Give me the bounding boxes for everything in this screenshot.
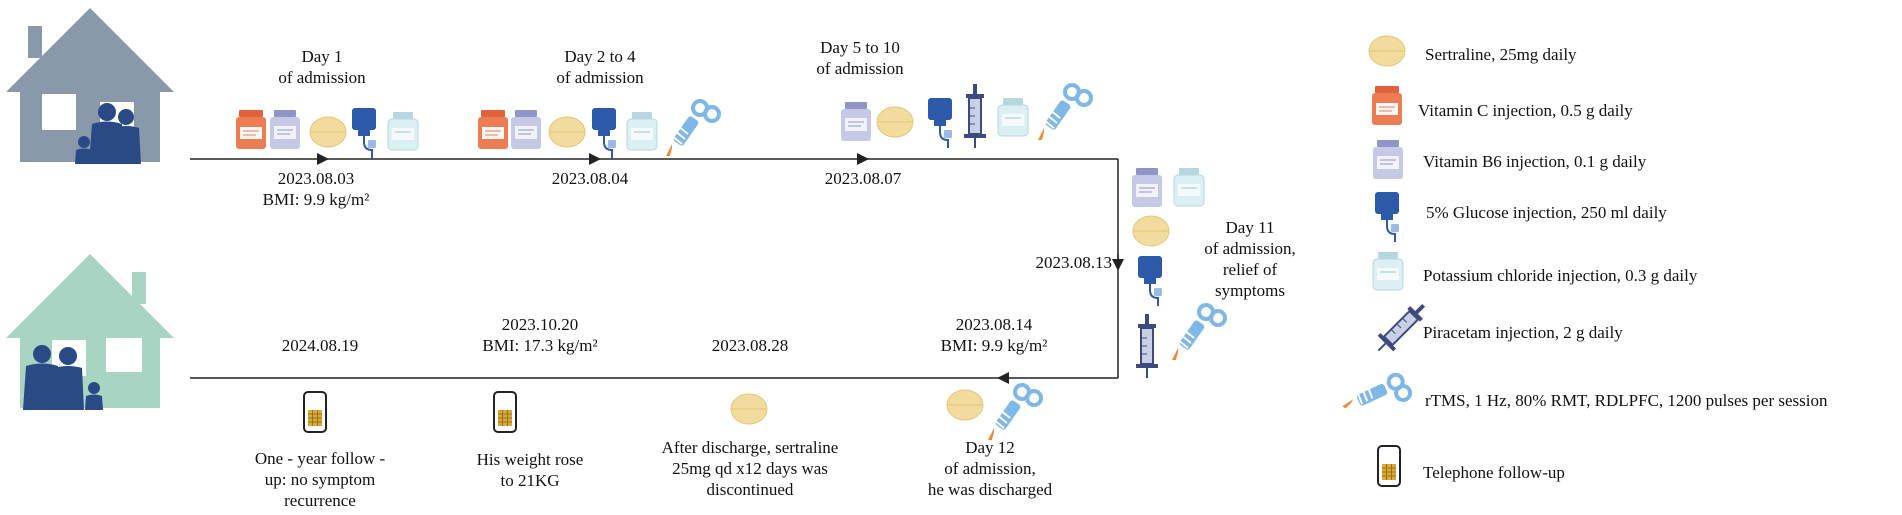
weight-line1: His weight rose (476, 450, 584, 469)
day5-10-title: Day 5 to 10 (820, 38, 900, 57)
followup-line2: up: no symptom (264, 470, 376, 489)
potassium-icon (1173, 167, 1205, 207)
date-20240819: 2024.08.19 (250, 335, 390, 356)
day11-line3: relief of (1222, 260, 1278, 279)
iv-bag-icon (591, 107, 617, 159)
sertraline-icon (730, 393, 768, 425)
followup-line3: recurrence (284, 491, 356, 510)
legend-vitamin-b6-label: Vitamin B6 injection, 0.1 g daily (1423, 152, 1647, 171)
date-20230804: 2023.08.04 (520, 168, 660, 189)
rtms-icon (1036, 83, 1093, 142)
discharge-note: After discharge, sertraline 25mg qd x12 … (640, 437, 860, 500)
syringe-icon (1135, 313, 1159, 379)
legend-vitamin-c-icon (1371, 85, 1403, 126)
sertraline-icon (309, 116, 347, 148)
followup-line1: One - year follow - (254, 449, 386, 468)
date-20230828: 2023.08.28 (680, 335, 820, 356)
discharge-line2: 25mg qd x12 days was (672, 459, 828, 478)
vitamin-b6-icon (1131, 167, 1163, 208)
day11-line2: of admission, (1204, 239, 1296, 258)
vitamin-c-icon (235, 109, 267, 150)
potassium-icon (997, 97, 1029, 137)
day5-10-label: Day 5 to 10 of admission (790, 37, 930, 79)
sertraline-icon (1132, 215, 1170, 247)
day12-label: Day 12 of admission, he was discharged (900, 437, 1080, 500)
potassium-icon (626, 111, 658, 151)
day1-label: Day 1 of admission (262, 46, 382, 88)
date-20230803: 2023.08.03 BMI: 9.9 kg/m² (226, 168, 406, 210)
day2-4-subtitle: of admission (556, 68, 644, 87)
discharge-line1: After discharge, sertraline (661, 438, 839, 457)
vitamin-c-icon (477, 109, 509, 150)
day12-line3: he was discharged (927, 480, 1053, 499)
sertraline-icon (876, 106, 914, 138)
date-20230813: 2023.08.13 (1008, 252, 1113, 273)
sertraline-icon (548, 116, 586, 148)
bmi-text: BMI: 9.9 kg/m² (262, 190, 370, 209)
followup-note: One - year follow - up: no symptom recur… (230, 448, 410, 511)
rtms-icon (664, 99, 721, 158)
date-text: 2023.08.03 (277, 169, 355, 188)
day5-10-subtitle: of admission (816, 59, 904, 78)
potassium-icon (387, 111, 419, 151)
rtms-icon (1170, 303, 1227, 362)
legend-piracetam-icon (1369, 296, 1433, 360)
date-text: 2023.08.07 (824, 169, 902, 188)
weight-note: His weight rose to 21KG (450, 449, 610, 491)
date-text: 2023.08.28 (711, 336, 789, 355)
day12-title: Day 12 (965, 438, 1015, 457)
vitamin-b6-icon (269, 109, 301, 150)
phone-icon (493, 391, 517, 433)
legend-glucose-label: 5% Glucose injection, 250 ml daily (1426, 203, 1667, 222)
legend-rtms-label: rTMS, 1 Hz, 80% RMT, RDLPFC, 1200 pulses… (1425, 391, 1828, 410)
syringe-icon (963, 83, 987, 149)
legend-glucose-icon (1374, 191, 1400, 243)
legend-vitamin-c-label: Vitamin C injection, 0.5 g daily (1418, 101, 1633, 120)
vitamin-b6-icon (840, 101, 872, 142)
home-bottom-icon (6, 254, 174, 410)
iv-bag-icon (351, 107, 377, 159)
home-top-icon (6, 8, 174, 164)
date-20230814: 2023.08.14 BMI: 9.9 kg/m² (914, 314, 1074, 356)
legend-phone-icon (1377, 445, 1401, 487)
rtms-icon (986, 383, 1043, 442)
legend-potassium-label: Potassium chloride injection, 0.3 g dail… (1423, 266, 1698, 285)
bmi-text: BMI: 17.3 kg/m² (482, 336, 598, 355)
day1-subtitle: of admission (278, 68, 366, 87)
legend-vitamin-b6-icon (1372, 139, 1404, 180)
day11-line4: symptoms (1215, 281, 1285, 300)
bmi-text: BMI: 9.9 kg/m² (940, 336, 1048, 355)
weight-line2: to 21KG (500, 471, 560, 490)
legend-piracetam-label: Piracetam injection, 2 g daily (1423, 323, 1623, 342)
date-text: 2024.08.19 (281, 336, 359, 355)
date-text: 2023.08.13 (1035, 253, 1113, 272)
phone-icon (303, 391, 327, 433)
iv-bag-icon (1137, 255, 1163, 307)
date-text: 2023.08.14 (955, 315, 1033, 334)
date-text: 2023.08.04 (551, 169, 629, 188)
day1-title: Day 1 (301, 47, 343, 66)
legend-rtms-icon (1340, 356, 1418, 435)
day12-line2: of admission, (944, 459, 1036, 478)
date-20230807: 2023.08.07 (793, 168, 933, 189)
legend-phone-label: Telephone follow-up (1423, 463, 1565, 482)
day11-label: Day 11 of admission, relief of symptoms (1190, 217, 1310, 301)
legend-sertraline-icon (1368, 35, 1406, 67)
vitamin-b6-icon (510, 109, 542, 150)
legend-sertraline-label: Sertraline, 25mg daily (1425, 45, 1577, 64)
sertraline-icon (946, 389, 984, 421)
day2-4-title: Day 2 to 4 (564, 47, 636, 66)
date-20231020: 2023.10.20 BMI: 17.3 kg/m² (450, 314, 630, 356)
discharge-line3: discontinued (706, 480, 794, 499)
legend-potassium-icon (1372, 251, 1404, 291)
iv-bag-icon (927, 97, 953, 149)
date-text: 2023.10.20 (501, 315, 579, 334)
day2-4-label: Day 2 to 4 of admission (530, 46, 670, 88)
day11-title: Day 11 (1225, 218, 1275, 237)
